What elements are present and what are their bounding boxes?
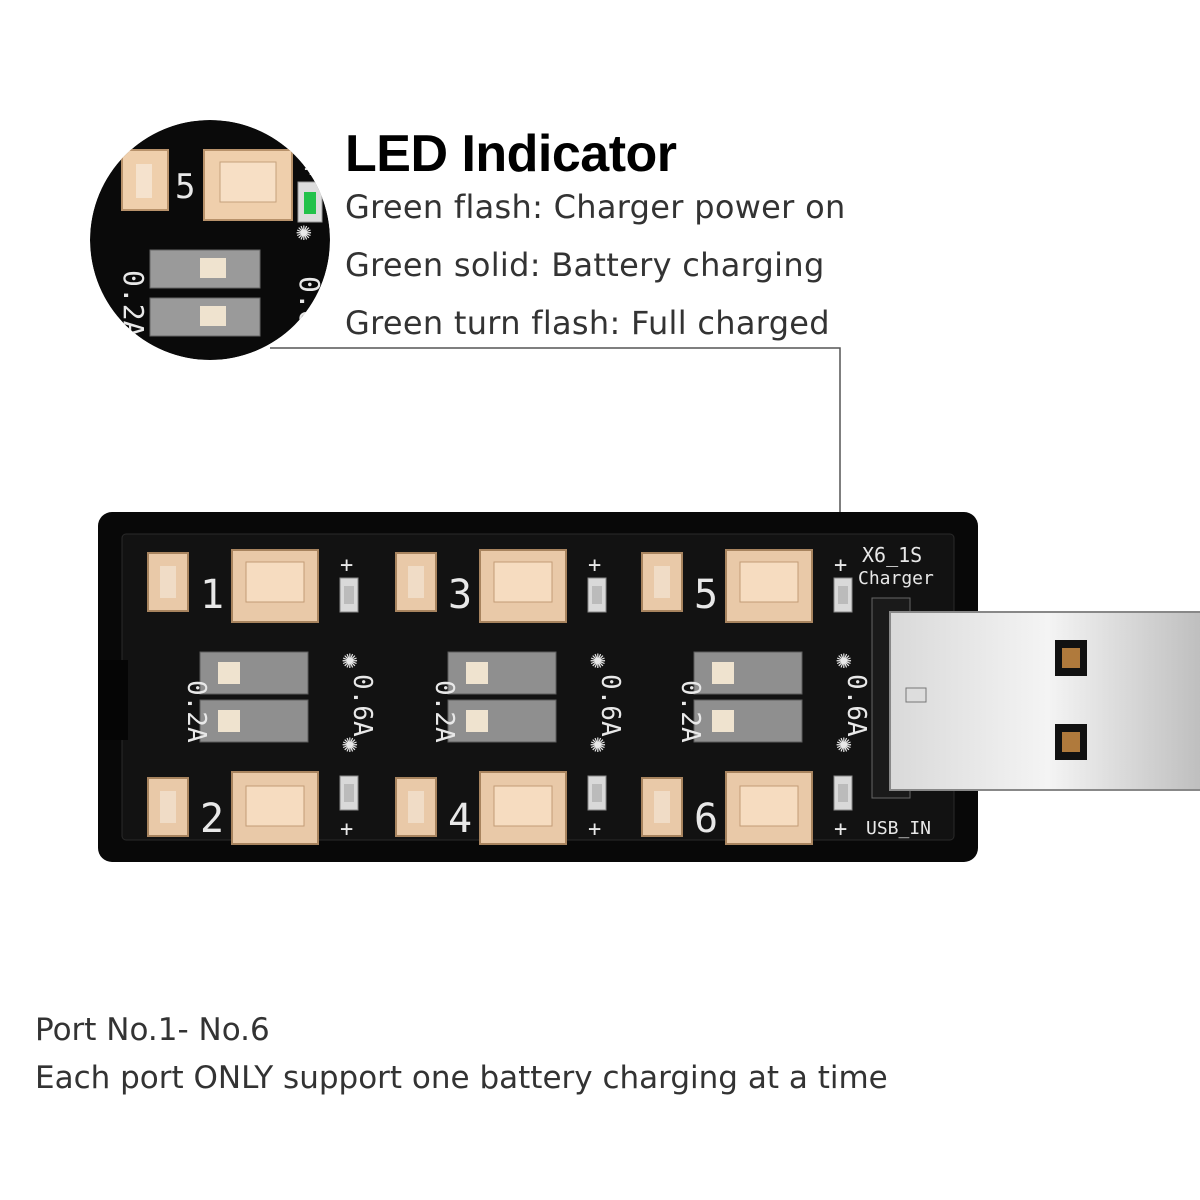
switch-upper-knob <box>712 662 734 684</box>
small-connector-bottom-slot <box>654 791 670 823</box>
small-connector-bottom-slot <box>160 791 176 823</box>
small-connector-top <box>641 552 683 612</box>
switch-lower <box>199 699 309 743</box>
board-side-tab <box>98 660 128 740</box>
zoom-switch-2-knob <box>200 306 226 326</box>
led-bottom-lens <box>344 784 354 802</box>
led-plus: + <box>834 817 847 842</box>
port-number: 6 <box>694 796 718 842</box>
small-connector-top-slot <box>654 566 670 598</box>
led-plus: + <box>340 817 353 842</box>
led-plus: + <box>834 553 847 578</box>
switch-right-label: 0.6A <box>841 674 871 737</box>
small-connector-bottom-slot <box>408 791 424 823</box>
small-connector-bottom <box>395 777 437 837</box>
callout-line <box>270 347 841 548</box>
board-model-label: X6_1S <box>862 543 922 567</box>
port-number: 3 <box>448 572 472 618</box>
zoom-switch-left-label: 0.2A <box>117 270 150 338</box>
zoom-green-led <box>304 192 316 214</box>
zoom-port-number: 5 <box>175 167 195 207</box>
board-usb-label: USB_IN <box>866 818 931 839</box>
zoom-switch-1-knob <box>200 258 226 278</box>
switch-right-label: 0.6A <box>595 674 625 737</box>
small-connector-top-slot <box>160 566 176 598</box>
port-number: 4 <box>448 796 472 842</box>
led-plus: + <box>588 553 601 578</box>
switch-left-label: 0.2A <box>429 680 459 743</box>
switch-lower-knob <box>712 710 734 732</box>
led-top-lens <box>592 586 602 604</box>
led-line-green-flash: Green flash: Charger power on <box>345 188 846 226</box>
zoom-light-icon: ✺ <box>296 217 312 247</box>
light-icon: ✺ <box>590 645 606 675</box>
small-connector-bottom <box>641 777 683 837</box>
big-connector-top-inner <box>493 561 553 603</box>
led-line-green-turn-flash: Green turn flash: Full charged <box>345 304 830 342</box>
light-icon: ✺ <box>342 645 358 675</box>
switch-lower-knob <box>466 710 488 732</box>
port-number: 2 <box>200 796 224 842</box>
switch-upper <box>199 651 309 695</box>
switch-lower <box>447 699 557 743</box>
led-indicator-title: LED Indicator <box>345 125 677 183</box>
zoom-big-connector <box>203 149 293 221</box>
led-plus: + <box>588 817 601 842</box>
footer-port-range: Port No.1- No.6 <box>35 1012 270 1048</box>
big-connector-bottom-inner <box>245 785 305 827</box>
switch-upper-knob <box>218 662 240 684</box>
switch-right-label: 0.6A <box>347 674 377 737</box>
light-icon: ✺ <box>590 729 606 759</box>
small-connector-top <box>395 552 437 612</box>
zoom-switch-2 <box>149 297 261 337</box>
zoom-circle: 5 + 0.2A 0.6A ✺ <box>90 120 330 360</box>
switch-upper-knob <box>466 662 488 684</box>
light-icon: ✺ <box>836 729 852 759</box>
port-number: 5 <box>694 572 718 618</box>
port-number: 1 <box>200 572 224 618</box>
led-bottom-lens <box>838 784 848 802</box>
led-line-green-solid: Green solid: Battery charging <box>345 246 825 284</box>
zoom-plus: + <box>304 157 317 182</box>
small-connector-top-slot <box>408 566 424 598</box>
led-top-lens <box>838 586 848 604</box>
zoom-small-connector <box>121 149 169 211</box>
footer-port-note: Each port ONLY support one battery charg… <box>35 1060 888 1096</box>
switch-lower-knob <box>218 710 240 732</box>
board-charger-label: Charger <box>858 568 934 589</box>
small-connector-top <box>147 552 189 612</box>
light-icon: ✺ <box>836 645 852 675</box>
zoom-switch-right-label: 0.6A <box>293 276 326 344</box>
light-icon: ✺ <box>342 729 358 759</box>
led-top-lens <box>344 586 354 604</box>
led-bottom-lens <box>592 784 602 802</box>
switch-lower <box>693 699 803 743</box>
small-connector-bottom <box>147 777 189 837</box>
big-connector-top-inner <box>739 561 799 603</box>
switch-left-label: 0.2A <box>181 680 211 743</box>
usb-plug <box>871 597 1200 799</box>
led-plus: + <box>340 553 353 578</box>
switch-upper <box>693 651 803 695</box>
big-connector-bottom-inner <box>739 785 799 827</box>
switch-left-label: 0.2A <box>675 680 705 743</box>
big-connector-bottom-inner <box>493 785 553 827</box>
switch-upper <box>447 651 557 695</box>
big-connector-top-inner <box>245 561 305 603</box>
